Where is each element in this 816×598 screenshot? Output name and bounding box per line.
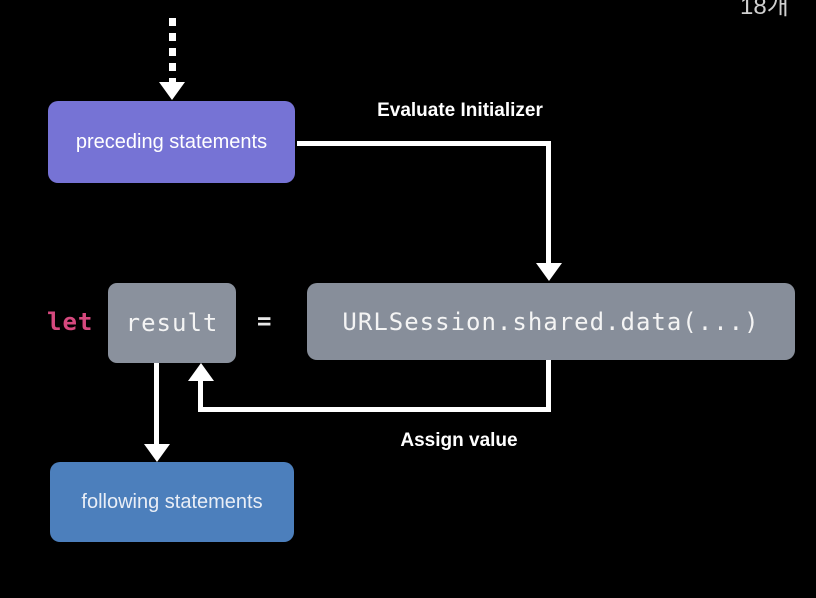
- initializer-label: URLSession.shared.data(...): [342, 307, 760, 336]
- assign-arrowhead-icon: [188, 363, 214, 381]
- following-statements-box: following statements: [50, 462, 294, 542]
- evaluate-initializer-label: Evaluate Initializer: [377, 100, 543, 121]
- equals-sign: =: [257, 307, 272, 335]
- following-statements-label: following statements: [81, 490, 263, 513]
- let-keyword: let: [47, 308, 94, 336]
- assign-arrow-up: [198, 380, 203, 407]
- following-arrowhead-icon: [144, 444, 170, 462]
- assign-arrow-horizontal: [198, 407, 551, 412]
- assign-arrow-down: [546, 360, 551, 412]
- following-arrow-vertical: [154, 363, 159, 444]
- entry-arrowhead-icon: [159, 82, 185, 100]
- preceding-statements-box: preceding statements: [48, 101, 295, 183]
- evaluate-arrow-vertical: [546, 141, 551, 265]
- entry-dotted-arrow-line: [169, 18, 176, 82]
- assign-value-label: Assign value: [400, 430, 518, 451]
- corner-text-fragment: 18개: [740, 0, 789, 20]
- evaluate-arrow-horizontal: [297, 141, 551, 146]
- result-box: result: [108, 283, 236, 363]
- result-label: result: [125, 309, 219, 337]
- initializer-box: URLSession.shared.data(...): [307, 283, 795, 360]
- evaluate-arrowhead-icon: [536, 263, 562, 281]
- preceding-statements-label: preceding statements: [75, 130, 268, 153]
